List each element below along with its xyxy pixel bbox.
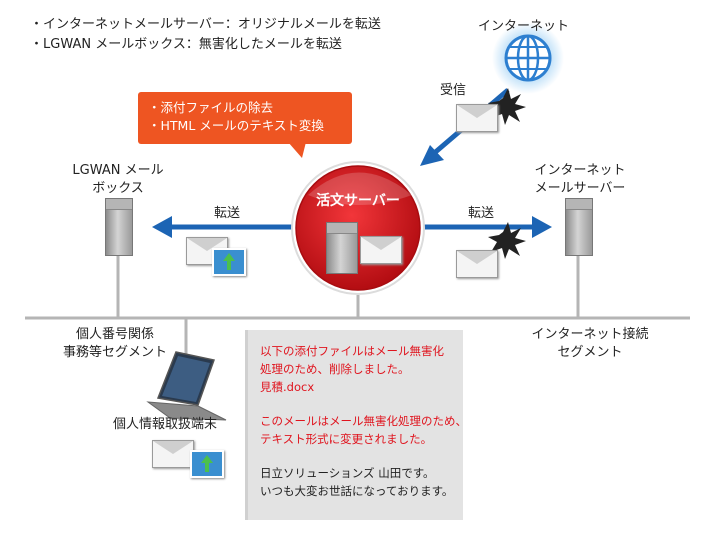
processing-callout: ・添付ファイルの除去 ・HTML メールのテキスト変換 xyxy=(138,92,352,158)
center-server-box-icon xyxy=(326,222,358,274)
receive-envelope-icon xyxy=(456,104,498,132)
receive-label: 受信 xyxy=(440,83,467,98)
lgwan-server-icon xyxy=(105,198,133,256)
right-envelope-icon xyxy=(456,250,498,278)
center-envelope-icon xyxy=(360,236,402,264)
transfer-right-arrow xyxy=(420,216,552,238)
terminal-label: 個人情報取扱端末 xyxy=(113,417,218,432)
center-server-label: 活文サーバー xyxy=(316,193,400,209)
inet-server-icon xyxy=(565,198,593,256)
transfer-right-label: 転送 xyxy=(468,206,495,221)
sanitized-message-box: 以下の添付ファイルはメール無害化 処理のため、削除しました。 見積.docx こ… xyxy=(245,330,467,520)
message-red-line-5: テキスト形式に変更されました。 xyxy=(260,432,433,446)
lgwan-label-line-1: LGWAN メール xyxy=(72,163,164,178)
segment-right-line-2: セグメント xyxy=(557,345,623,360)
message-red-line-1: 以下の添付ファイルはメール無害化 xyxy=(260,344,444,358)
laptop-icon xyxy=(146,351,227,421)
header-line-2: ・LGWAN メールボックス：無害化したメールを転送 xyxy=(30,37,342,52)
center-server-icon xyxy=(291,161,425,295)
terminal-upload-icon xyxy=(190,450,224,478)
terminal-envelope-icon xyxy=(152,440,194,468)
message-dark-line-2: いつも大変お世話になっております。 xyxy=(260,484,454,498)
segment-right-line-1: インターネット接続 xyxy=(531,327,649,342)
transfer-left-arrow xyxy=(152,216,298,238)
lgwan-label-line-2: ボックス xyxy=(92,181,144,196)
internet-label: インターネット xyxy=(478,19,570,34)
inet-server-label-line-1: インターネット xyxy=(534,163,626,178)
globe-icon xyxy=(492,22,564,94)
left-upload-icon xyxy=(212,248,246,276)
inet-server-label-line-2: メールサーバー xyxy=(534,181,626,196)
message-dark-line-1: 日立ソリューションズ 山田です。 xyxy=(260,466,435,480)
spark-burst-icon-right xyxy=(488,222,526,259)
message-red-line-3: 見積.docx xyxy=(260,380,315,394)
transfer-left-label: 転送 xyxy=(214,206,241,221)
segment-left-line-2: 事務等セグメント xyxy=(62,345,167,360)
callout-line-2: ・HTML メールのテキスト変換 xyxy=(148,118,324,133)
segment-left-line-1: 個人番号関係 xyxy=(75,327,154,342)
spark-burst-icon-top xyxy=(488,88,526,125)
message-red-line-2: 処理のため、削除しました。 xyxy=(260,362,410,376)
callout-line-1: ・添付ファイルの除去 xyxy=(148,100,274,115)
message-red-line-4: このメールはメール無害化処理のため、 xyxy=(260,414,467,428)
header-line-1: ・インターネットメールサーバー：オリジナルメールを転送 xyxy=(30,17,381,32)
